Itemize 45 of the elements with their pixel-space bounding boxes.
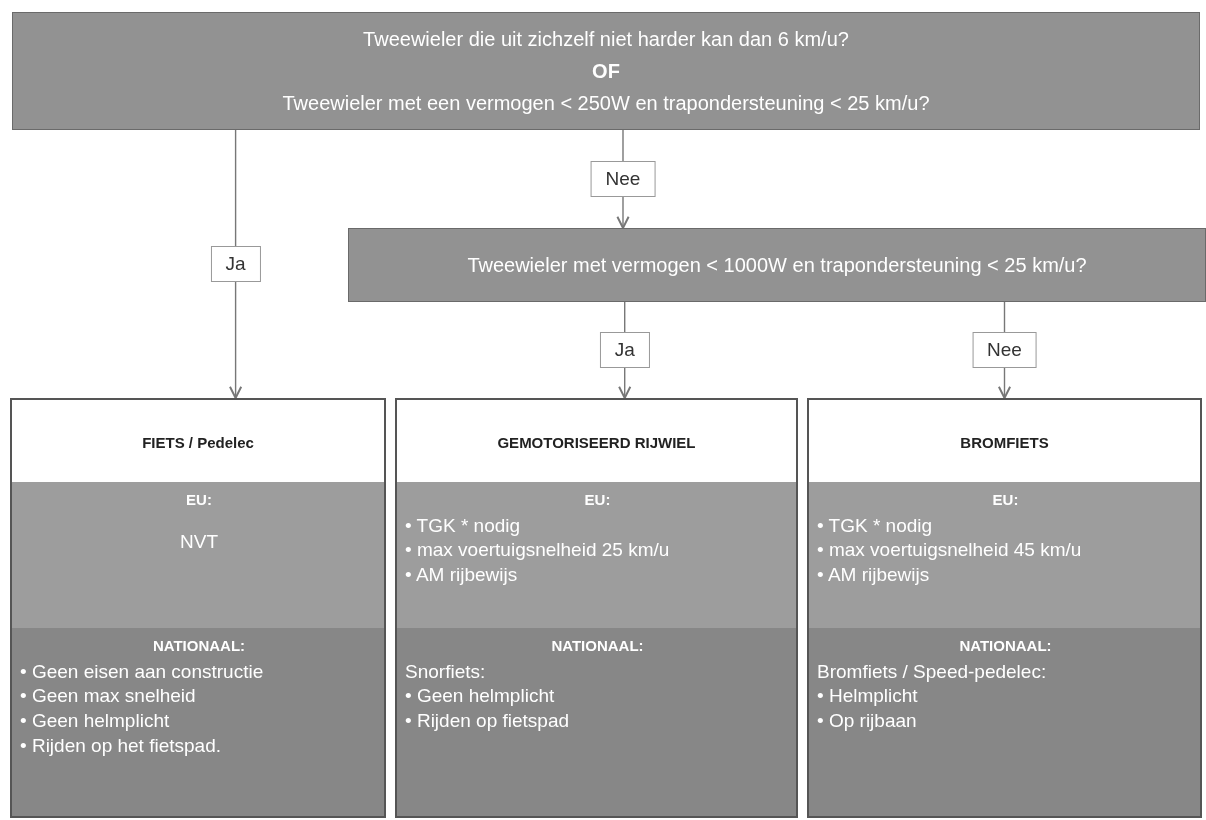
edge-label: Nee [590,161,656,197]
section-text: • max voertuigsnelheid 25 km/u [405,538,671,563]
question-text: OF [592,59,620,84]
category-title: FIETS / Pedelec [141,434,255,451]
edge-label: Nee [972,332,1037,368]
national-section [12,628,384,816]
section-text: • Geen max snelheid [20,684,197,709]
section-text: • Geen helmplicht [405,684,556,709]
section-text: Bromfiets / Speed-pedelec: [817,659,1048,684]
section-text: • Geen eisen aan constructie [20,659,265,684]
question-text: Tweewieler met vermogen < 1000W en trapondersteuning < 25 km/u? [467,253,1087,278]
category-card [395,398,798,818]
section-text: • Op rijbaan [817,708,918,733]
section-text: • TGK * nodig [817,513,934,538]
category-title: BROMFIETS [959,434,1050,451]
decision-box [12,12,1200,130]
section-heading: NATIONAAL: [550,636,645,656]
eu-section [809,482,1200,628]
section-text: NVT [179,529,219,554]
section-text: Snorfiets: [405,659,487,684]
section-text: • max voertuigsnelheid 45 km/u [817,538,1083,563]
section-text: • TGK * nodig [405,513,522,538]
edge-label: Ja [210,246,261,282]
section-text: • Rijden op het fietspad. [20,733,222,758]
section-text: • Geen helmplicht [20,708,171,733]
eu-section [397,482,796,628]
decision-box [348,228,1206,302]
national-section [397,628,796,816]
section-text: • AM rijbewijs [405,562,519,587]
section-heading: EU: [583,490,612,510]
category-title: GEMOTORISEERD RIJWIEL [496,434,697,451]
section-heading: EU: [991,490,1020,510]
section-heading: NATIONAAL: [958,636,1053,656]
section-text: • AM rijbewijs [817,562,931,587]
section-text: • Rijden op fietspad [405,708,571,733]
national-section [809,628,1200,816]
edge-label: Ja [599,332,650,368]
section-heading: NATIONAAL: [151,636,247,656]
question-text: Tweewieler met een vermogen < 250W en trapondersteuning < 25 km/u? [282,91,930,116]
category-card [807,398,1202,818]
category-card [10,398,386,818]
section-text: • Helmplicht [817,684,919,709]
section-heading: EU: [185,490,213,510]
question-text: Tweewieler die uit zichzelf niet harder kan dan 6 km/u? [363,27,849,52]
eu-section [12,482,384,628]
